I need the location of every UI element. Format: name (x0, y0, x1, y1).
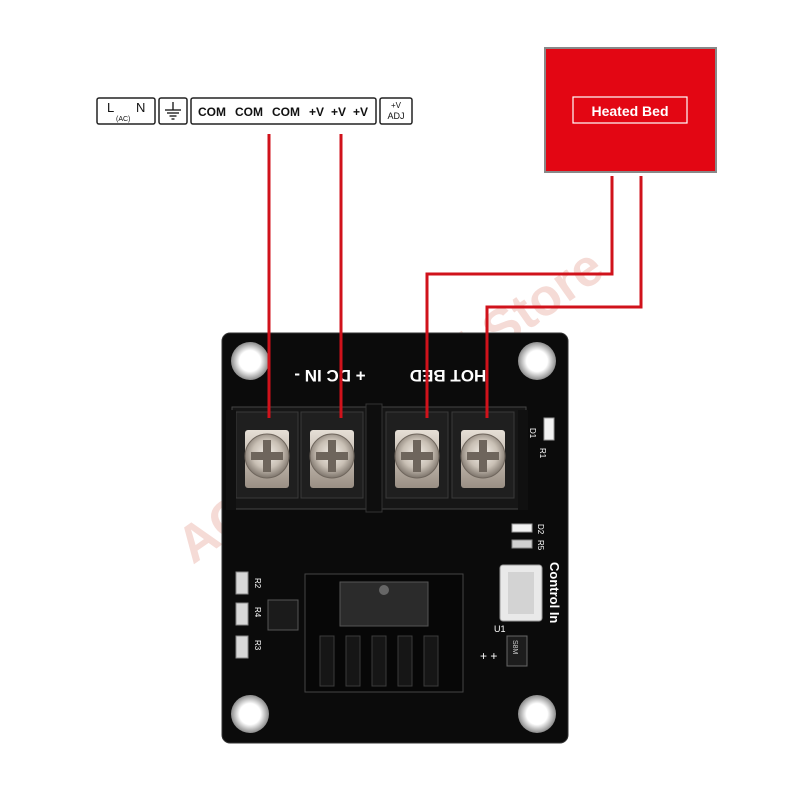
wires (267, 134, 643, 418)
mounting-hole-br (518, 695, 556, 733)
v-label-1: +V (309, 105, 324, 119)
plus-marks: + + (480, 649, 497, 663)
optocoupler (267, 599, 299, 631)
heatsink (304, 573, 464, 693)
label-r3: R3 (253, 640, 262, 651)
com-label-2: COM (235, 105, 263, 119)
v-label-3: +V (353, 105, 368, 119)
led-d2 (511, 523, 533, 533)
wire-bed-b (485, 176, 643, 418)
screw-3 (394, 430, 440, 488)
heated-bed-label: Heated Bed (591, 103, 668, 119)
label-d2: D2 (536, 524, 545, 535)
mounting-hole-tl (231, 342, 269, 380)
screw-2 (309, 430, 355, 488)
label-r1: R1 (538, 448, 547, 459)
v-label-2: +V (331, 105, 346, 119)
resistor-r5 (511, 539, 533, 549)
psu-terminal-strip: L (AC) N COM COM COM +V +V +V +V ADJ (96, 97, 413, 125)
resistor-r2 (235, 571, 249, 595)
mosfet-board: + DC IN - HOT BED (221, 332, 569, 744)
ac-label: (AC) (116, 116, 130, 123)
adj-label: ADJ (387, 111, 404, 121)
label-r2: R2 (253, 578, 262, 589)
led-d1 (543, 417, 555, 441)
wire-bed-a (425, 176, 614, 418)
n-terminal-label: N (136, 100, 145, 115)
label-r5: R5 (536, 540, 545, 551)
mounting-hole-bl (231, 695, 269, 733)
silk-hot-bed: HOT BED (410, 366, 487, 385)
adj-v-label: +V (391, 101, 402, 110)
com-label-3: COM (272, 105, 300, 119)
label-d1: D1 (528, 428, 537, 439)
resistor-r3 (235, 635, 249, 659)
control-in-label: Control In (547, 562, 562, 623)
screw-4 (460, 430, 506, 488)
sot-chip (506, 635, 528, 667)
label-r4: R4 (253, 607, 262, 618)
heated-bed: Heated Bed (544, 47, 717, 173)
screw-1 (244, 430, 290, 488)
silk-dc-in: + DC IN - (294, 366, 365, 385)
mounting-hole-tr (518, 342, 556, 380)
resistor-r4 (235, 602, 249, 626)
l-terminal-label: L (107, 100, 114, 115)
label-u1: U1 (494, 624, 506, 634)
sot-label: S8M (511, 640, 518, 655)
ground-icon (165, 102, 181, 120)
com-label-1: COM (198, 105, 226, 119)
